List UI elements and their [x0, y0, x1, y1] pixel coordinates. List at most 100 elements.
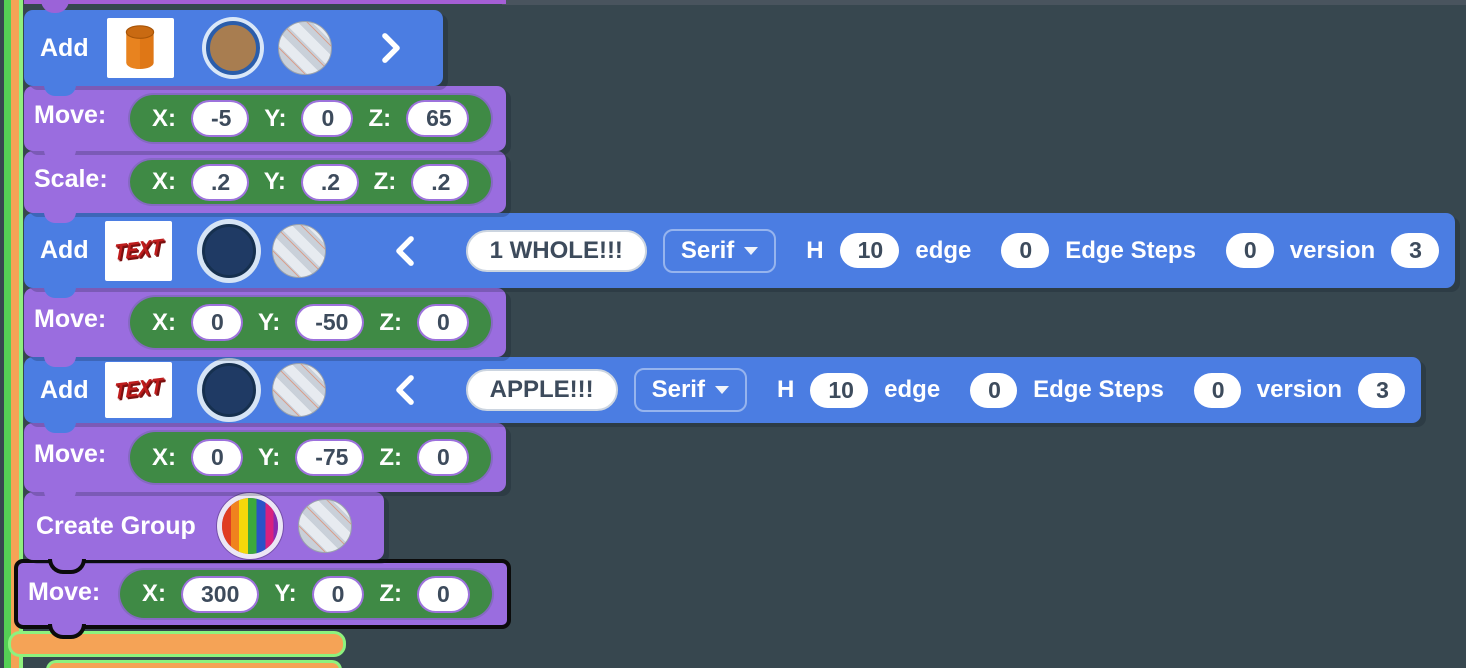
- scale-label: Scale:: [34, 165, 108, 193]
- add-label: Add: [40, 375, 89, 404]
- scale-block[interactable]: Scale: X: .2 Y: .2 Z: .2: [24, 151, 506, 223]
- x-axis-label: X:: [152, 104, 176, 132]
- x-value-field[interactable]: 300: [181, 575, 260, 613]
- version-label: version: [1289, 236, 1376, 264]
- vector-input: X: 0 Y: -75 Z: 0: [128, 430, 493, 485]
- container-block-bottom-edge[interactable]: [46, 660, 342, 668]
- edge-field[interactable]: 0: [1001, 233, 1050, 268]
- create-group-label: Create Group: [36, 511, 196, 540]
- text-3d-icon: TEXT: [113, 234, 163, 266]
- z-value-field[interactable]: 0: [417, 575, 470, 613]
- text-input-field[interactable]: APPLE!!!: [465, 369, 618, 411]
- x-value-field[interactable]: .2: [191, 163, 249, 201]
- z-axis-label: Z:: [379, 443, 402, 471]
- y-value-field[interactable]: 0: [311, 575, 365, 613]
- version-field[interactable]: 3: [1358, 372, 1406, 408]
- block-connector-tab: [44, 356, 76, 367]
- version-label: version: [1256, 376, 1343, 403]
- workspace-top-sliver: [502, 0, 1466, 5]
- height-field[interactable]: 10: [839, 233, 900, 268]
- move-label: Move:: [34, 305, 107, 333]
- x-axis-label: X:: [152, 443, 176, 471]
- move-block-selected[interactable]: Move: X: 300 Y: 0 Z: 0: [14, 559, 511, 639]
- y-axis-label: Y:: [258, 308, 281, 336]
- z-axis-label: Z:: [379, 308, 402, 336]
- color-picker-navy[interactable]: [201, 363, 256, 417]
- y-axis-label: Y:: [274, 580, 297, 607]
- add-label: Add: [40, 236, 89, 264]
- z-value-field[interactable]: 0: [417, 304, 469, 341]
- x-value-field[interactable]: 0: [191, 439, 243, 476]
- color-picker-brown[interactable]: [205, 21, 260, 75]
- no-color-picker[interactable]: [277, 21, 332, 75]
- x-value-field[interactable]: 0: [191, 304, 243, 341]
- no-color-picker[interactable]: [271, 223, 326, 278]
- move-label: Move:: [34, 440, 107, 468]
- rainbow-color-picker[interactable]: [221, 498, 278, 554]
- font-dropdown-value: Serif: [651, 376, 705, 403]
- color-picker-navy[interactable]: [201, 223, 256, 278]
- move-block-3[interactable]: Move: X: 0 Y: -75 Z: 0: [24, 423, 506, 502]
- move-block-2[interactable]: Move: X: 0 Y: -50 Z: 0: [24, 288, 506, 367]
- version-field[interactable]: 3: [1391, 233, 1440, 268]
- add-text-block-2[interactable]: Add TEXT APPLE!!! Serif H 10 edge 0 Edge…: [24, 357, 1421, 433]
- height-field[interactable]: 10: [810, 372, 869, 408]
- edge-label: edge: [915, 236, 972, 264]
- no-color-picker[interactable]: [297, 499, 352, 553]
- container-glow-inner: [19, 0, 23, 668]
- move-label: Move:: [28, 578, 101, 606]
- move-label: Move:: [34, 101, 107, 129]
- x-axis-label: X:: [152, 308, 176, 336]
- text-input-field[interactable]: 1 WHOLE!!!: [465, 229, 647, 272]
- edge-field[interactable]: 0: [970, 372, 1018, 408]
- y-value-field[interactable]: -50: [295, 304, 365, 341]
- add-cylinder-block[interactable]: Add: [24, 10, 443, 96]
- z-axis-label: Z:: [379, 580, 403, 607]
- create-group-block[interactable]: Create Group: [24, 492, 384, 574]
- block-connector-tab: [44, 150, 76, 161]
- expand-chevron-icon[interactable]: [376, 31, 406, 65]
- add-text-block-1[interactable]: Add TEXT 1 WHOLE!!! Serif H 10 edge 0 Ed…: [24, 213, 1455, 298]
- z-value-field[interactable]: 65: [406, 100, 469, 137]
- collapse-chevron-icon[interactable]: [390, 373, 420, 407]
- vector-input: X: -5 Y: 0 Z: 65: [128, 93, 493, 144]
- block-connector-tab: [44, 212, 76, 223]
- y-value-field[interactable]: .2: [300, 163, 359, 201]
- text-shape-thumbnail[interactable]: TEXT: [104, 362, 172, 418]
- y-value-field[interactable]: 0: [301, 100, 354, 137]
- vector-input: X: .2 Y: .2 Z: .2: [128, 158, 493, 206]
- offscreen-block-tab: [41, 0, 69, 13]
- collapse-chevron-icon[interactable]: [390, 234, 420, 268]
- vector-input: X: 0 Y: -50 Z: 0: [128, 295, 493, 350]
- text-shape-thumbnail[interactable]: TEXT: [104, 220, 172, 281]
- y-value-field[interactable]: -75: [295, 439, 365, 476]
- cylinder-shape-thumbnail[interactable]: [106, 18, 174, 78]
- x-value-field[interactable]: -5: [191, 100, 250, 137]
- y-axis-label: Y:: [264, 104, 287, 132]
- z-value-field[interactable]: 0: [417, 439, 469, 476]
- offscreen-block-edge: [24, 0, 506, 4]
- block-connector-tab: [44, 491, 76, 502]
- no-color-picker[interactable]: [271, 363, 326, 417]
- edge-steps-field[interactable]: 0: [1225, 233, 1274, 268]
- vector-input: X: 300 Y: 0 Z: 0: [118, 568, 494, 620]
- move-block-1[interactable]: Move: X: -5 Y: 0 Z: 65: [24, 86, 506, 161]
- edge-steps-label: Edge Steps: [1033, 376, 1164, 403]
- edge-label: edge: [884, 376, 941, 403]
- height-label: H: [806, 236, 824, 264]
- block-connector-tab: [44, 85, 76, 96]
- y-axis-label: Y:: [263, 168, 286, 195]
- edge-steps-field[interactable]: 0: [1193, 372, 1241, 408]
- height-label: H: [776, 376, 795, 403]
- font-dropdown[interactable]: Serif: [662, 228, 777, 273]
- container-block-spine[interactable]: [11, 0, 19, 668]
- font-dropdown-value: Serif: [680, 236, 735, 264]
- x-axis-label: X:: [142, 580, 166, 607]
- x-axis-label: X:: [152, 168, 176, 195]
- edge-steps-label: Edge Steps: [1065, 236, 1196, 264]
- font-dropdown[interactable]: Serif: [633, 368, 747, 412]
- chevron-down-icon: [744, 246, 759, 255]
- block-connector-tab: [44, 287, 76, 298]
- z-value-field[interactable]: .2: [411, 163, 469, 201]
